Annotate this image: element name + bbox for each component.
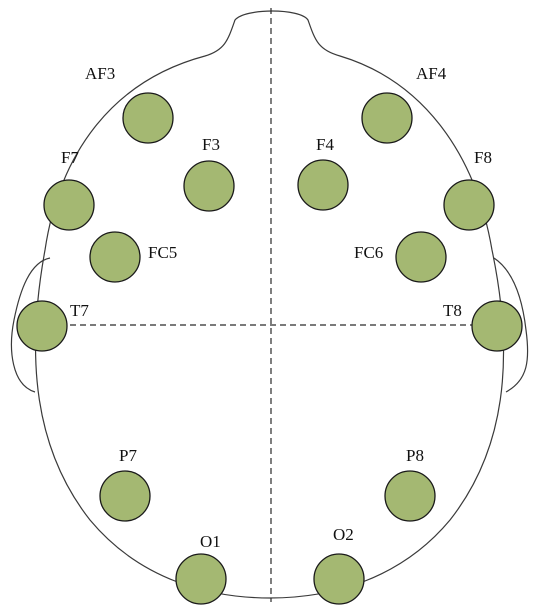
electrode-o1-label: O1 [200, 532, 221, 551]
electrode-f8-label: F8 [474, 148, 492, 167]
right-ear [493, 257, 529, 393]
electrode-t7-label: T7 [70, 301, 89, 320]
electrode-f4-marker [297, 159, 349, 211]
electrode-fc5-marker [89, 231, 141, 283]
electrode-f7: F7 [43, 148, 95, 231]
electrode-f3: F3 [183, 135, 235, 212]
electrode-p7-marker [99, 470, 151, 522]
left-ear [10, 257, 51, 393]
electrode-af4: AF4 [361, 64, 447, 144]
electrode-p8-label: P8 [406, 446, 424, 465]
electrode-af4-marker [361, 92, 413, 144]
electrode-fc5: FC5 [89, 231, 177, 283]
electrode-fc5-label: FC5 [148, 243, 177, 262]
electrode-o2: O2 [313, 525, 365, 605]
electrode-f4-label: F4 [316, 135, 334, 154]
electrode-f8-marker [443, 179, 495, 231]
electrode-o1-marker [175, 553, 227, 605]
electrode-f8: F8 [443, 148, 495, 231]
electrode-f7-label: F7 [61, 148, 79, 167]
electrode-f3-label: F3 [202, 135, 220, 154]
electrode-fc6-marker [395, 231, 447, 283]
electrode-f4: F4 [297, 135, 349, 211]
electrode-t8: T8 [443, 300, 523, 352]
electrode-f7-marker [43, 179, 95, 231]
electrode-fc6-label: FC6 [354, 243, 383, 262]
electrode-t8-marker [471, 300, 523, 352]
electrode-o2-marker [313, 553, 365, 605]
electrode-t7: T7 [16, 300, 89, 352]
electrode-t7-marker [16, 300, 68, 352]
electrode-p7-label: P7 [119, 446, 137, 465]
electrode-af3-marker [122, 92, 174, 144]
electrode-p7: P7 [99, 446, 151, 522]
electrode-t8-label: T8 [443, 301, 462, 320]
electrode-af3: AF3 [85, 64, 174, 144]
electrode-o2-label: O2 [333, 525, 354, 544]
electrode-f3-marker [183, 160, 235, 212]
electrode-af3-label: AF3 [85, 64, 115, 83]
electrode-fc6: FC6 [354, 231, 447, 283]
electrode-p8-marker [384, 470, 436, 522]
electrode-o1: O1 [175, 532, 227, 605]
electrode-af4-label: AF4 [416, 64, 447, 83]
electrode-p8: P8 [384, 446, 436, 522]
